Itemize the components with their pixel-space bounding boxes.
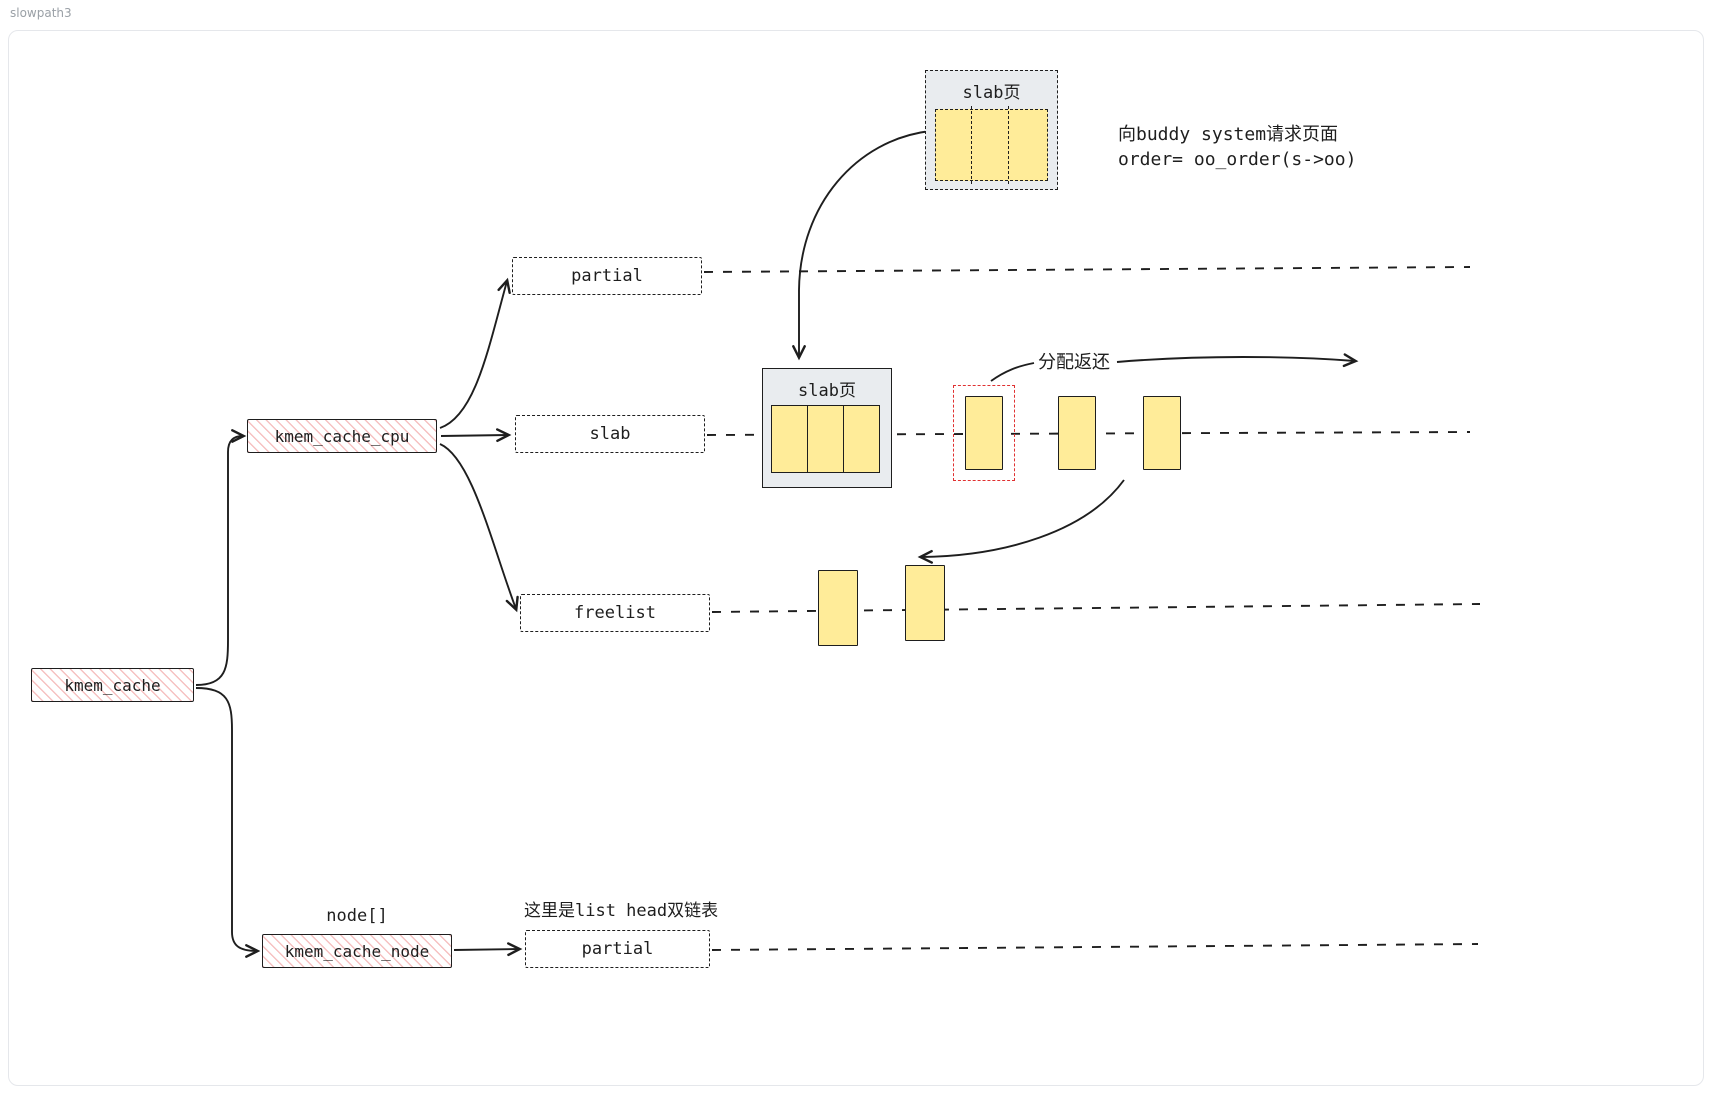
object-separator: [971, 106, 972, 184]
kmem-cache-label: kmem_cache: [64, 675, 161, 695]
line-frozen-to-alloc-label: [990, 362, 1035, 382]
arrow-buddy-page-to-cpu-page: [792, 130, 931, 361]
arrow-node-to-partial: [453, 942, 523, 957]
partial-bottom-rail: [711, 943, 1479, 951]
freelist-rail: [711, 603, 1481, 613]
freelist-object: [905, 565, 945, 641]
freelist-object: [818, 570, 858, 646]
list-head-note: 这里是list head双链表: [524, 901, 719, 921]
buddy-slab-page: slab页: [925, 70, 1058, 190]
node-partial-label: partial: [581, 939, 654, 959]
arrow-kmem-cache-to-cpu: [195, 429, 247, 686]
kmem-cache-cpu-box: kmem_cache_cpu: [247, 419, 437, 453]
kmem-cache-node-label: kmem_cache_node: [284, 941, 430, 961]
arrow-object-to-freelist: [917, 479, 1125, 564]
arrow-alloc-return: [1116, 353, 1359, 368]
arrow-kmem-cache-to-node: [195, 687, 261, 958]
slab-object: [843, 405, 880, 473]
cpu-partial-label: partial: [571, 266, 643, 286]
cpu-partial-field: partial: [512, 257, 702, 295]
allocated-object-highlight: [953, 385, 1015, 481]
cpu-freelist-label: freelist: [574, 603, 656, 623]
slab-object: [1143, 396, 1181, 470]
kmem-cache-node-box: kmem_cache_node: [262, 934, 452, 968]
buddy-request-note: 向buddy system请求页面 order= oo_order(s->oo): [1118, 122, 1356, 172]
cpu-slab-field: slab: [515, 415, 705, 453]
slab-object: [807, 405, 844, 473]
buddy-request-line1: 向buddy system请求页面: [1118, 124, 1339, 145]
node-array-label: node[]: [326, 906, 388, 926]
canvas-frame: [8, 30, 1704, 1086]
partial-top-rail: [703, 266, 1471, 273]
buddy-request-line2: order= oo_order(s->oo): [1118, 149, 1357, 170]
slab-object: [965, 396, 1003, 470]
buddy-slab-page-objects: [935, 106, 1048, 184]
page-title: slowpath3: [10, 6, 72, 20]
slab-object: [1058, 396, 1096, 470]
cpu-slab-page: slab页: [762, 368, 892, 488]
arrow-cpu-to-freelist: [439, 443, 519, 613]
buddy-slab-page-label: slab页: [962, 83, 1021, 103]
kmem-cache-cpu-label: kmem_cache_cpu: [274, 426, 410, 446]
cpu-slab-label: slab: [589, 424, 631, 444]
cpu-slab-page-label: slab页: [798, 381, 856, 401]
arrow-cpu-to-slab: [440, 428, 512, 443]
kmem-cache-box: kmem_cache: [31, 668, 194, 702]
slab-object: [771, 405, 808, 473]
object-separator: [1008, 106, 1009, 184]
node-partial-field: partial: [525, 930, 710, 968]
arrow-cpu-to-partial: [439, 277, 511, 429]
cpu-freelist-field: freelist: [520, 594, 710, 632]
alloc-return-label: 分配返还: [1038, 352, 1110, 373]
